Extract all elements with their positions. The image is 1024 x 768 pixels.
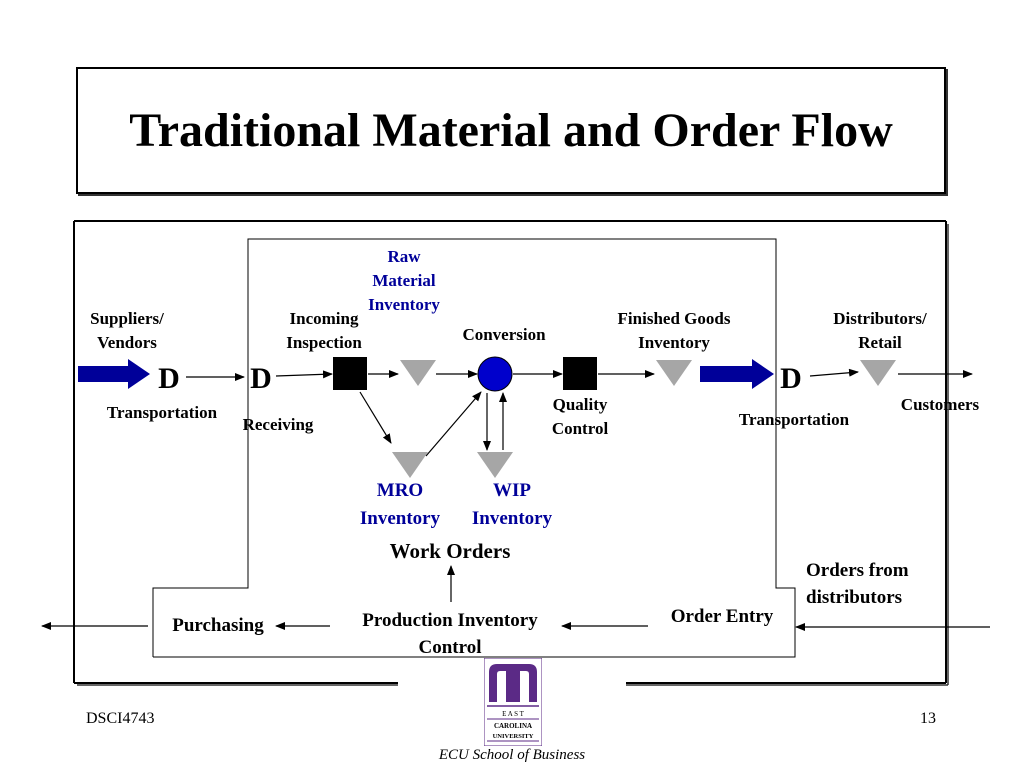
transport-node-1: D (158, 362, 180, 395)
suppliers-label: Suppliers/ Vendors (90, 309, 164, 352)
incoming-inspection-square (333, 357, 367, 390)
work-orders-label: Work Orders (389, 539, 511, 563)
arrow-inspection-mro (359, 391, 392, 444)
title-box: Traditional Material and Order Flow (76, 67, 946, 194)
school-name: ECU School of Business (438, 747, 586, 763)
arrow-d3-distributors (809, 368, 859, 377)
quality-control-label: Quality Control (551, 395, 609, 438)
raw-material-triangle (400, 360, 436, 386)
distributors-label: Distributors/ Retail (833, 309, 927, 352)
transportation-label-2: Transportation (738, 410, 850, 429)
finished-goods-label: Finished Goods Inventory (617, 309, 731, 352)
customers-label: Customers (900, 395, 980, 414)
logo-text-east: E A S T (502, 710, 525, 718)
receiving-node: D (250, 362, 272, 395)
outer-frame (73, 220, 947, 684)
transport-node-2: D (780, 362, 802, 395)
outbound-transport-arrow (700, 359, 774, 389)
wip-triangle (477, 452, 513, 478)
order-entry-label: Order Entry (670, 606, 774, 627)
ecu-logo: E A S T CAROLINA UNIVERSITY (484, 658, 542, 746)
mro-triangle (392, 452, 428, 478)
inbound-transport-arrow (78, 359, 150, 389)
plant-boundary (152, 238, 796, 658)
production-inventory-control-label: Production Inventory Control (362, 610, 538, 658)
arrow-d2-inspection (275, 370, 333, 379)
wip-inventory-label: WIP Inventory (471, 480, 553, 529)
transportation-label-1: Transportation (106, 403, 218, 422)
purchasing-label: Purchasing (172, 615, 264, 636)
receiving-label: Receiving (242, 415, 314, 434)
distributor-triangle (860, 360, 896, 386)
raw-material-inventory-label: Raw Material Inventory (368, 247, 440, 314)
conversion-circle (477, 356, 513, 392)
finished-goods-triangle (656, 360, 692, 386)
mro-inventory-label: MRO Inventory (359, 480, 441, 529)
orders-from-distributors-label: Orders from distributors (806, 560, 909, 608)
course-code: DSCI4743 (86, 710, 155, 727)
page-number: 13 (920, 710, 936, 727)
quality-control-square (563, 357, 597, 390)
logo-text-university: UNIVERSITY (493, 733, 534, 740)
logo-text-carolina: CAROLINA (494, 722, 532, 730)
incoming-inspection-label: Incoming Inspection (286, 309, 362, 352)
conversion-label: Conversion (462, 325, 546, 344)
arrow-mro-conversion (425, 391, 482, 457)
page-title: Traditional Material and Order Flow (129, 104, 893, 157)
